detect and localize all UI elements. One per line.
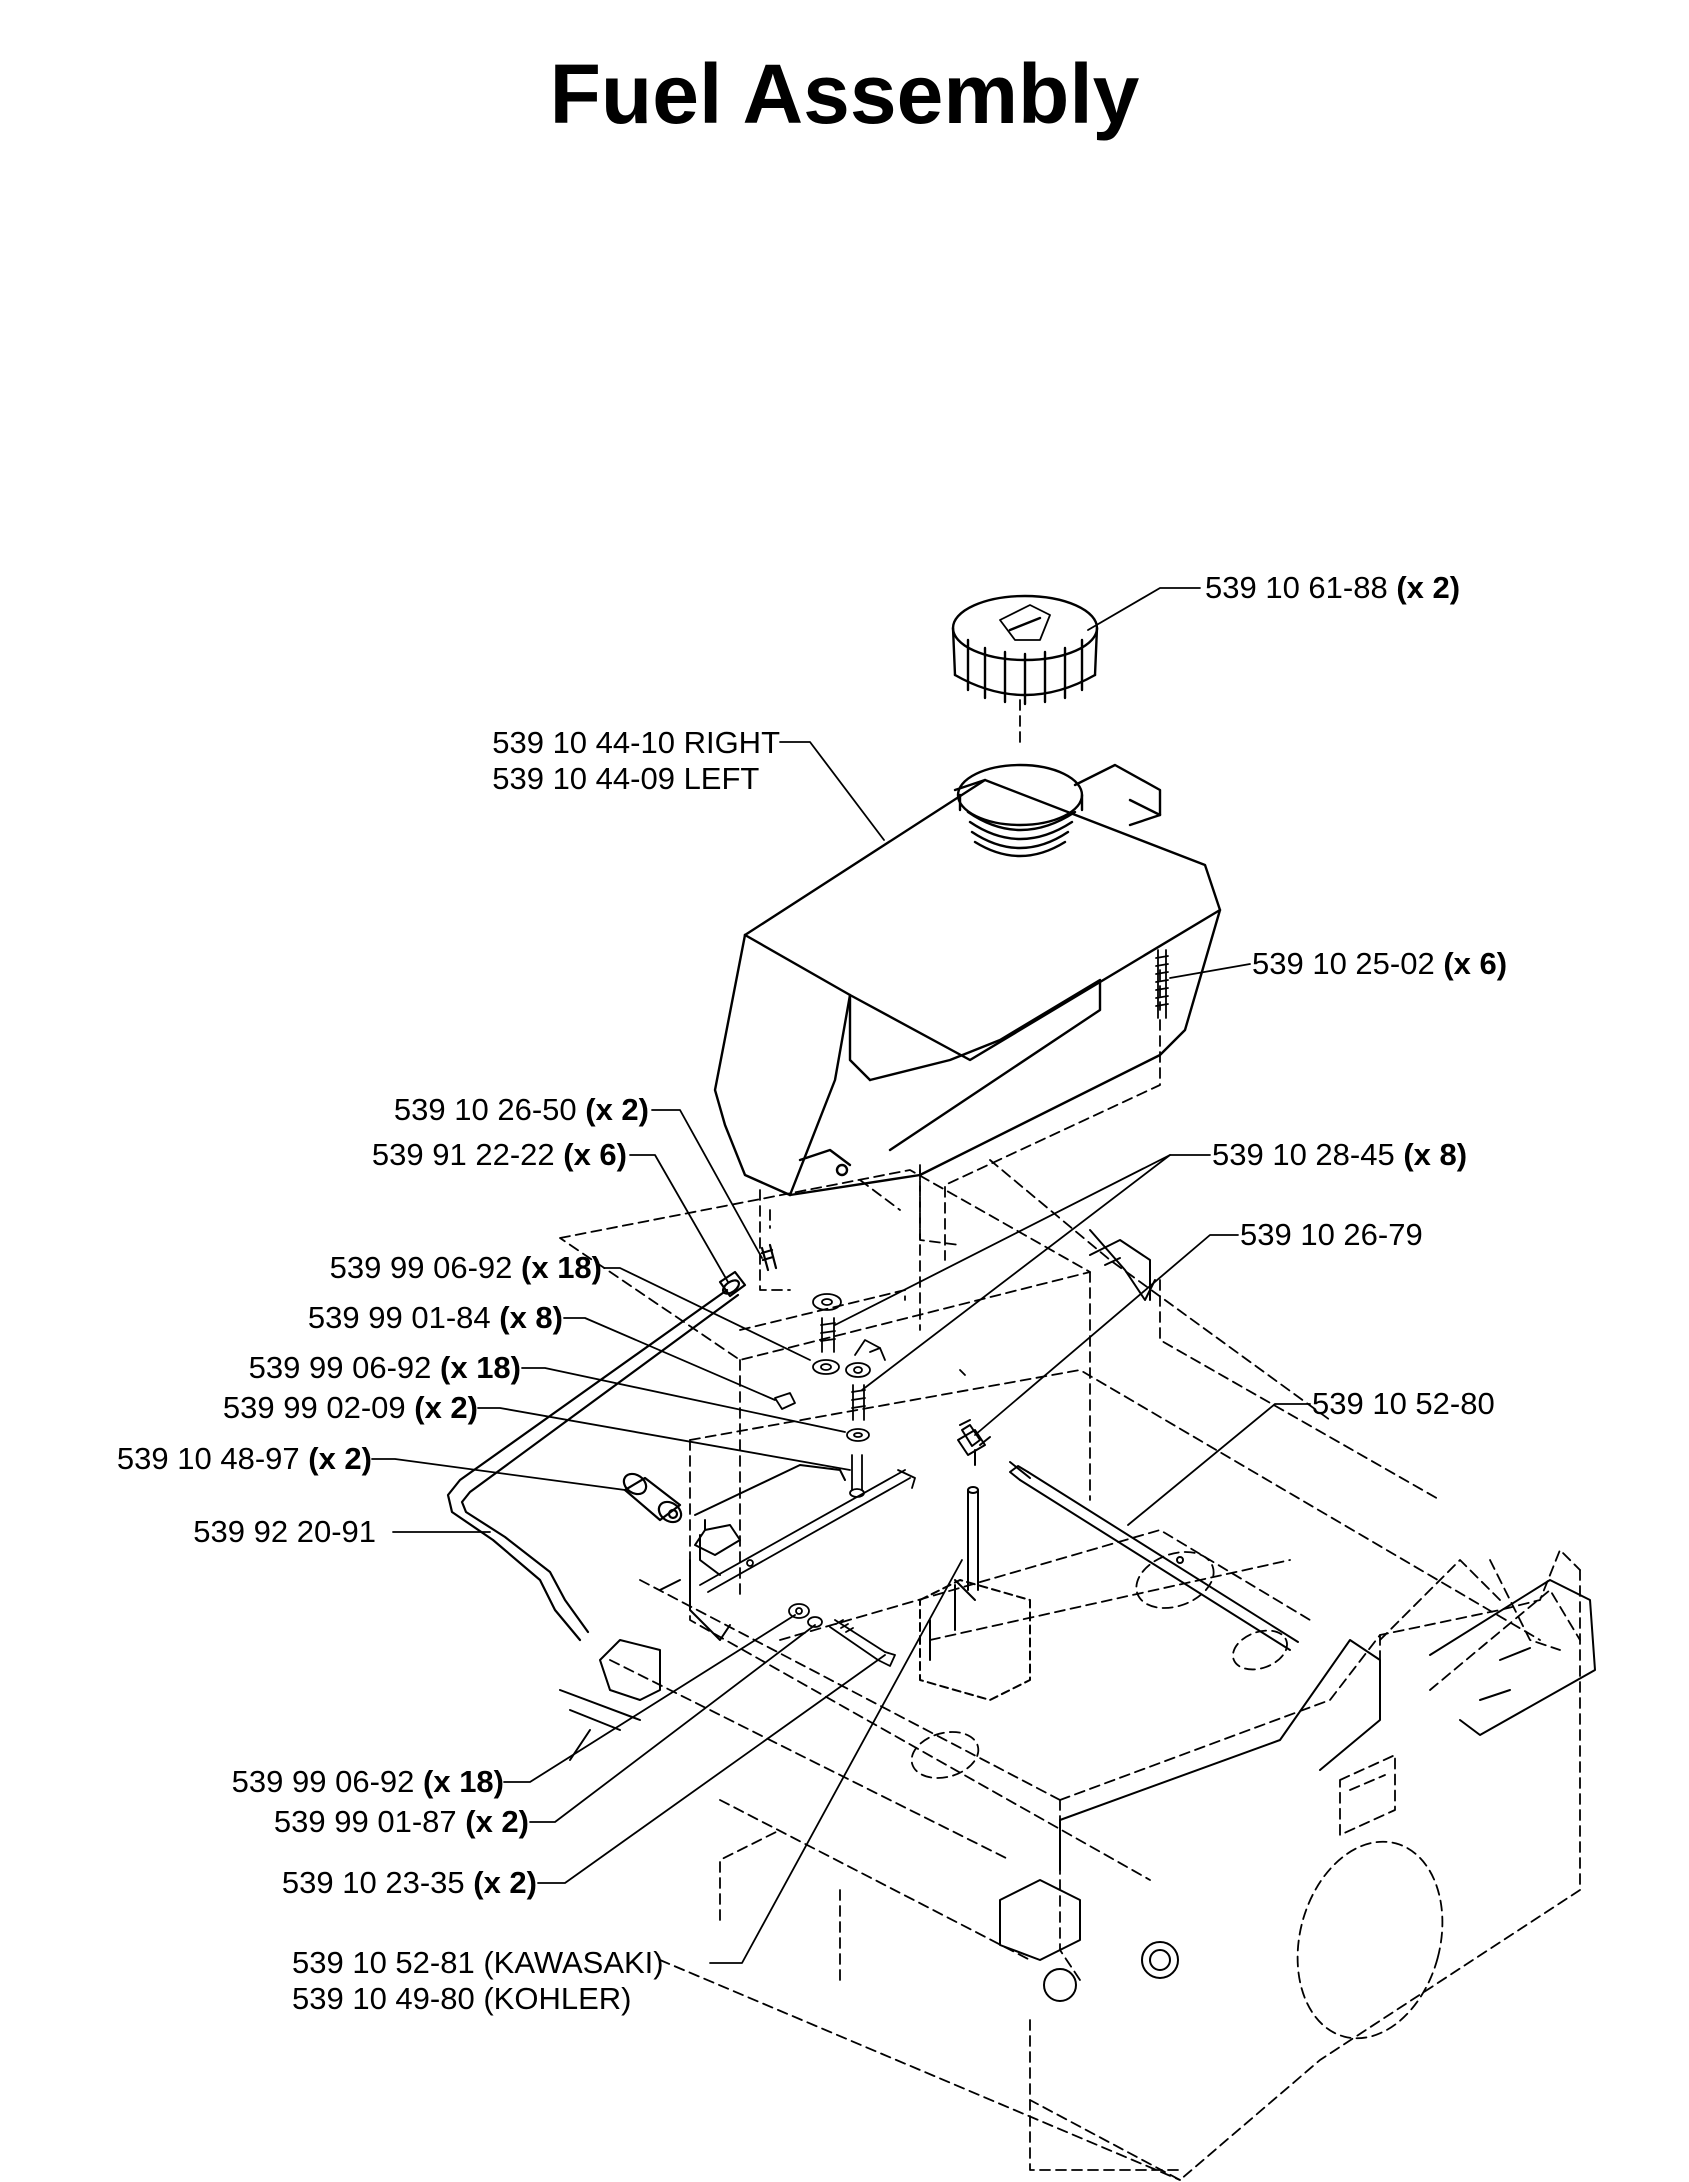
leader-lines: [371, 587, 1311, 1964]
quantity: (x 6): [1443, 946, 1508, 981]
quantity: (x 6): [563, 1137, 627, 1172]
part-number: 539 99 02-09: [222, 1390, 406, 1425]
quantity: (x 18): [423, 1764, 504, 1799]
part-number: 539 99 06-92: [231, 1764, 415, 1799]
mower-frame: [559, 1159, 1541, 2181]
part-number: 539 99 06-92: [329, 1250, 513, 1285]
callout-hose: 539 92 20-91: [193, 1514, 376, 1550]
fuel-tank: [713, 763, 1222, 1197]
callout-fitting: 539 10 26-50 (x 2): [394, 1092, 649, 1128]
quantity: (x 2): [414, 1390, 478, 1425]
quantity: (x 2): [473, 1865, 537, 1900]
callout-washer-c: 539 99 06-92 (x 18): [232, 1764, 504, 1800]
part-number-right: 539 10 44-10 RIGHT: [492, 725, 780, 760]
part-number: 539 10 61-88: [1205, 570, 1388, 605]
callout-fuel-line: 539 10 52-80: [1312, 1386, 1495, 1422]
callout-hose-clamp: 539 91 22-22 (x 6): [372, 1137, 627, 1173]
part-number-kawasaki: 539 10 52-81 (KAWASAKI): [292, 1945, 664, 1980]
callout-washer-a: 539 99 06-92 (x 18): [330, 1250, 602, 1286]
tank-stud: [1155, 949, 1169, 1019]
lower-bolt-assembly: [699, 1469, 916, 1667]
callout-engine-line: 539 10 52-81 (KAWASAKI) 539 10 49-80 (KO…: [292, 1945, 664, 2017]
page-title: Fuel Assembly: [549, 47, 1140, 141]
quantity: (x 2): [1396, 570, 1461, 605]
fuel-hose: [446, 1243, 778, 1642]
callout-nut-a: 539 99 01-84 (x 8): [308, 1300, 563, 1336]
quantity: (x 2): [465, 1804, 529, 1839]
part-number: 539 99 01-84: [307, 1300, 491, 1335]
fuel-cap: [951, 594, 1099, 706]
callout-fuel-cap: 539 10 61-88 (x 2): [1205, 570, 1460, 606]
part-number: 539 91 22-22: [371, 1137, 555, 1172]
quantity: (x 2): [308, 1441, 372, 1476]
callout-bolt-b: 539 10 23-35 (x 2): [282, 1865, 537, 1901]
callout-shutoff-valve: 539 10 26-79: [1240, 1217, 1423, 1253]
tank-alignment-lines: [769, 699, 1161, 1331]
fuel-filter: [622, 1472, 683, 1524]
callout-washer-b: 539 99 06-92 (x 18): [249, 1350, 521, 1386]
quantity: (x 18): [440, 1350, 521, 1385]
callout-nut-b: 539 99 01-87 (x 2): [274, 1804, 529, 1840]
callout-bolt-a: 539 99 02-09 (x 2): [223, 1390, 478, 1426]
mounting-tray: [659, 1229, 1156, 1641]
frame-solid-parts: [559, 1579, 1596, 2002]
part-number: 539 10 23-35: [281, 1865, 465, 1900]
part-number: 539 10 28-45: [1212, 1137, 1395, 1172]
hardware-stack: [774, 1293, 966, 1498]
part-number: 539 10 26-50: [393, 1092, 577, 1127]
fuel-line-rod: [1009, 1461, 1299, 1651]
part-number: 539 99 01-87: [273, 1804, 457, 1839]
part-number: 539 10 25-02: [1252, 946, 1435, 981]
part-number: 539 10 26-79: [1240, 1217, 1423, 1252]
part-number: 539 92 20-91: [193, 1514, 376, 1549]
quantity: (x 8): [499, 1300, 563, 1335]
part-number: 539 10 48-97: [116, 1441, 300, 1476]
callout-fuel-filter: 539 10 48-97 (x 2): [117, 1441, 372, 1477]
callout-tank-stud: 539 10 25-02 (x 6): [1252, 946, 1507, 982]
callout-spacer: 539 10 28-45 (x 8): [1212, 1137, 1467, 1173]
part-number: 539 10 52-80: [1312, 1386, 1495, 1421]
part-number-kohler: 539 10 49-80 (KOHLER): [292, 1981, 632, 2016]
side-plate: [1029, 1549, 1581, 2181]
callout-fuel-tank: 539 10 44-10 RIGHT 539 10 44-09 LEFT: [492, 725, 780, 797]
part-number-left: 539 10 44-09 LEFT: [492, 761, 760, 796]
quantity: (x 18): [521, 1250, 602, 1285]
shutoff-valve: [954, 1419, 991, 1601]
part-number: 539 99 06-92: [248, 1350, 432, 1385]
quantity: (x 2): [585, 1092, 649, 1127]
quantity: (x 8): [1403, 1137, 1468, 1172]
